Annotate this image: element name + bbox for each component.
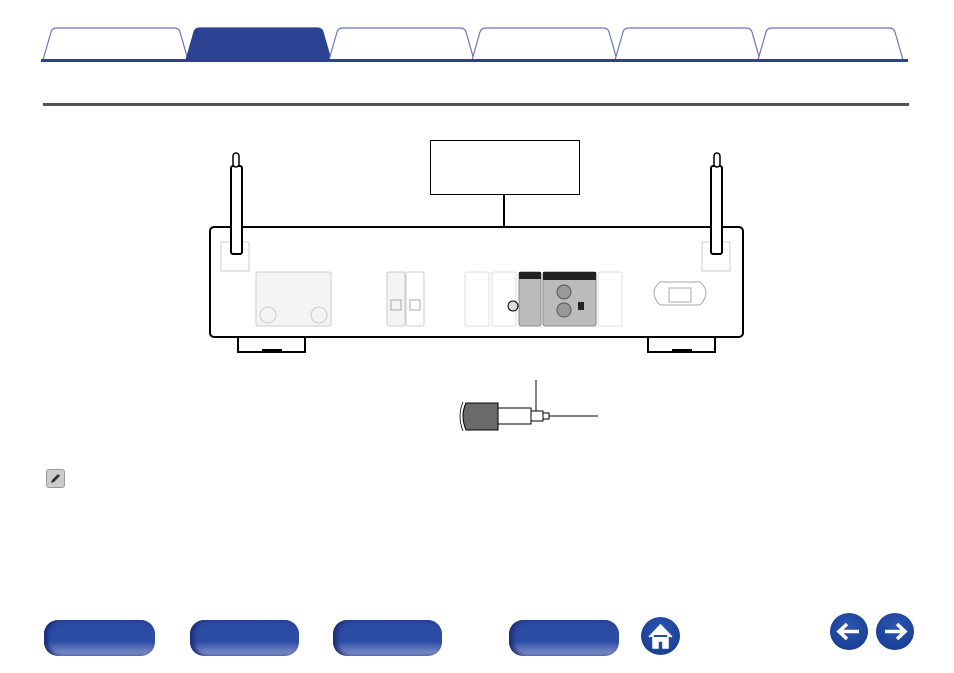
tab-2[interactable]	[185, 27, 332, 60]
ac-inlet	[653, 281, 707, 306]
forward-button[interactable]	[876, 613, 914, 650]
tab-5[interactable]	[614, 27, 761, 60]
external-device-box	[430, 140, 580, 195]
nav-button-3[interactable]	[333, 620, 442, 656]
arrow-right-icon	[885, 622, 908, 641]
ir-jack-block	[518, 271, 542, 327]
tab-3[interactable]	[328, 27, 475, 60]
arrow-left-icon	[836, 622, 859, 641]
nav-button-4[interactable]	[509, 620, 619, 656]
back-button[interactable]	[830, 613, 868, 650]
tab-6[interactable]	[757, 27, 904, 60]
speaker-terminals	[255, 271, 332, 327]
antenna-left	[220, 152, 250, 272]
antenna-right	[701, 152, 731, 272]
connector-block-1	[464, 271, 490, 327]
connector-block-2	[491, 271, 517, 327]
home-button[interactable]	[641, 617, 680, 655]
tab-1[interactable]	[42, 27, 189, 60]
pencil-icon	[46, 469, 65, 488]
mini-plug	[459, 380, 598, 432]
optical-in-1	[386, 271, 406, 327]
connector-block-3	[597, 271, 623, 327]
tab-bar-underline	[41, 59, 908, 62]
tab-4[interactable]	[471, 27, 618, 60]
ir-jack	[507, 300, 519, 312]
home-icon	[648, 623, 673, 649]
nav-button-1[interactable]	[44, 620, 155, 656]
remote-control-block	[542, 271, 597, 327]
section-divider	[43, 103, 909, 106]
optical-in-2	[405, 271, 425, 327]
nav-button-2[interactable]	[190, 620, 299, 656]
